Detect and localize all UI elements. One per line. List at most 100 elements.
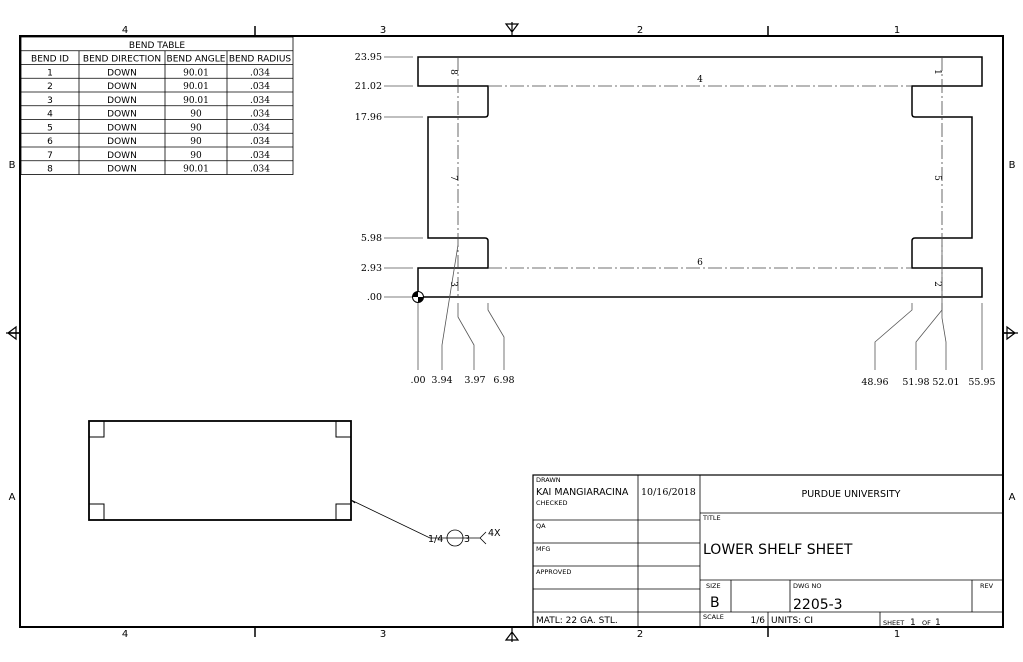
bend-table-cell: 8 <box>47 165 53 175</box>
y-dim-0: .00 <box>367 292 382 303</box>
left-center-arrow-icon <box>6 325 20 341</box>
zone-left-a: A <box>9 492 16 503</box>
drawn-date: 10/16/2018 <box>641 487 696 498</box>
bend-table-cell: 90.01 <box>183 82 209 92</box>
flat-pattern-view: 4 6 8 7 3 1 5 2 23.95 21.02 17.96 5.98 2… <box>355 52 996 388</box>
zone-bottom-4: 4 <box>122 629 128 640</box>
material: MATL: 22 GA. STL. <box>536 616 618 626</box>
size-label: SIZE <box>706 582 721 590</box>
bend-table-cell: 90.01 <box>183 165 209 175</box>
bend-table-cell: 6 <box>47 137 53 147</box>
of-label: OF <box>922 619 931 627</box>
zone-labels: 4 3 2 1 4 3 2 1 B A B A <box>9 25 1016 640</box>
bend-table-cell: 5 <box>47 123 53 133</box>
bend-table-cell: .034 <box>250 165 270 175</box>
bend-label-6: 6 <box>697 258 703 268</box>
sheet-label: SHEET <box>883 619 904 627</box>
sheet-total: 1 <box>935 618 941 628</box>
weld-count: 4X <box>488 528 501 539</box>
bend-table-cell: 4 <box>47 110 53 120</box>
bend-table-cell: DOWN <box>107 96 137 106</box>
bend-table-cell: 7 <box>47 151 53 161</box>
zone-ticks <box>10 26 1013 637</box>
bend-table-cell: DOWN <box>107 110 137 120</box>
title-block: DRAWN KAI MANGIARACINA 10/16/2018 CHECKE… <box>532 474 1004 628</box>
bend-table-cell: DOWN <box>107 68 137 78</box>
x-dim-0: .00 <box>410 375 425 386</box>
y-dim-5-98: 5.98 <box>361 233 382 244</box>
bend-table-header: BEND RADIUS <box>229 55 292 65</box>
bend-table-cell: 2 <box>47 82 53 92</box>
dwg-no-label: DWG NO <box>793 582 822 590</box>
x-dim-48-96: 48.96 <box>861 377 888 388</box>
bend-table-cell: .034 <box>250 96 270 106</box>
drawing-title: LOWER SHELF SHEET <box>703 542 853 558</box>
weld-symbol: 1/4 3 4X <box>350 499 501 547</box>
x-dim-51-98: 51.98 <box>902 377 929 388</box>
folded-view <box>88 420 352 521</box>
sheet-number: 1 <box>910 618 916 628</box>
bend-table-header: BEND ID <box>31 55 69 65</box>
bend-table-cell: .034 <box>250 110 270 120</box>
bend-table-cell: DOWN <box>107 137 137 147</box>
centering-arrows <box>6 22 1018 642</box>
zone-bottom-3: 3 <box>380 629 386 640</box>
bottom-center-arrow-icon <box>504 627 520 642</box>
bend-table-cell: DOWN <box>107 82 137 92</box>
bend-table-cell: 90 <box>190 137 202 147</box>
bend-table-cell: .034 <box>250 151 270 161</box>
drawn-label: DRAWN <box>536 476 561 484</box>
bend-table-cell: 90 <box>190 151 202 161</box>
zone-top-3: 3 <box>380 25 386 36</box>
x-dim-3-94: 3.94 <box>431 375 452 386</box>
dwg-no: 2205-3 <box>793 597 843 613</box>
bend-table-cell: 3 <box>47 96 53 106</box>
size-value: B <box>710 595 720 611</box>
bend-label-7: 7 <box>448 175 458 181</box>
bend-table-cell: 90.01 <box>183 96 209 106</box>
bend-label-8: 8 <box>448 69 458 75</box>
x-dim-6-98: 6.98 <box>493 375 514 386</box>
bend-table-title: BEND TABLE <box>129 41 186 51</box>
zone-top-4: 4 <box>122 25 128 36</box>
right-center-arrow-icon <box>1003 325 1018 341</box>
bend-table: BEND TABLE BEND ID BEND DIRECTION BEND ANGL… <box>20 36 294 175</box>
zone-right-b: B <box>1009 160 1016 171</box>
sheet-border <box>19 35 1004 628</box>
x-dim-3-97: 3.97 <box>464 375 485 386</box>
bend-table-header: BEND ANGLE <box>167 55 226 65</box>
bend-table-header: BEND DIRECTION <box>83 55 161 65</box>
zone-left-b: B <box>9 160 16 171</box>
rev-label: REV <box>980 582 994 590</box>
bend-table-cell: DOWN <box>107 123 137 133</box>
drawn-by: KAI MANGIARACINA <box>536 487 629 498</box>
scale-value: 1/6 <box>751 616 766 626</box>
bend-table-cell: .034 <box>250 68 270 78</box>
bend-table-cell: DOWN <box>107 151 137 161</box>
y-dim-2-93: 2.93 <box>361 263 382 274</box>
bend-table-cell: .034 <box>250 82 270 92</box>
origin-symbol-icon <box>412 291 424 303</box>
weld-size: 1/4 <box>428 534 443 545</box>
zone-top-2: 2 <box>637 25 643 36</box>
weld-all-around-icon <box>446 529 464 547</box>
title-label: TITLE <box>702 514 721 522</box>
weld-length: 3 <box>464 534 470 545</box>
bend-table-cell: .034 <box>250 137 270 147</box>
units: UNITS: CI <box>771 616 813 626</box>
bend-label-4: 4 <box>697 75 703 85</box>
y-dim-17-96: 17.96 <box>355 112 382 123</box>
zone-bottom-2: 2 <box>637 629 643 640</box>
bend-label-5: 5 <box>932 175 942 181</box>
top-center-arrow-icon <box>504 22 520 36</box>
bend-table-cell: 90 <box>190 123 202 133</box>
bend-table-cell: DOWN <box>107 165 137 175</box>
zone-top-1: 1 <box>894 25 900 36</box>
qa-label: QA <box>536 522 546 530</box>
mfg-label: MFG <box>536 545 550 553</box>
zone-bottom-1: 1 <box>894 629 900 640</box>
scale-label: SCALE <box>703 613 724 621</box>
flat-pattern-outline <box>417 56 983 298</box>
bend-table-cell: 90 <box>190 110 202 120</box>
